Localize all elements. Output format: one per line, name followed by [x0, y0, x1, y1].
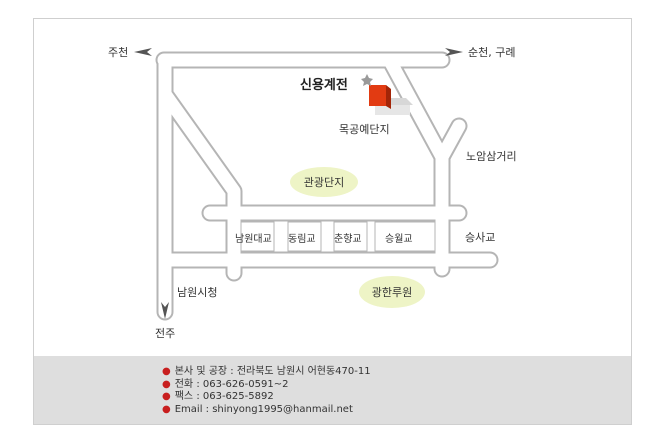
bullet-icon: ●: [162, 403, 171, 415]
place-label-city-hall: 남원시청: [177, 286, 217, 299]
map-canvas: 남원대교 동림교 춘향교 승월교 관광단지 광한루원 주천 순천, 구례 전주 …: [108, 45, 517, 340]
gwanghallu-ellipse: [359, 276, 425, 308]
arrow-right-icon: [445, 48, 463, 56]
bridge-label-seungwol: 승월교: [385, 233, 413, 245]
bullet-icon: ●: [162, 366, 171, 377]
place-label-seungsa-bridge: 승사교: [465, 231, 495, 244]
gwanghallu-label: 광한루원: [372, 286, 412, 299]
bridge-label-namwon: 남원대교: [235, 233, 272, 245]
place-label-mokgong-complex: 목공예단지: [339, 123, 390, 136]
bridge-label-chunhyang: 춘향교: [334, 233, 362, 245]
direction-label-jucheon: 주천: [108, 45, 128, 59]
star-icon: [361, 74, 373, 86]
contact-info-list: ●본사 및 공장 : 전라북도 남원시 어현동470-11 ●전화 : 063-…: [162, 366, 371, 416]
tourism-complex-label: 관광단지: [304, 176, 344, 189]
info-phone-text: 전화 : 063-626-0591~2: [174, 378, 289, 390]
bridge-box-dongrim: [287, 221, 322, 252]
bullet-icon: ●: [162, 391, 171, 402]
arrow-left-icon: [134, 48, 152, 56]
direction-label-jeonju: 전주: [155, 327, 175, 340]
contact-info-panel: ●본사 및 공장 : 전라북도 남원시 어현동470-11 ●전화 : 063-…: [34, 356, 631, 424]
place-label-nogam-intersection: 노암삼거리: [466, 150, 517, 163]
info-item-phone: ●전화 : 063-626-0591~2: [162, 379, 371, 392]
bridge-boxes: [240, 221, 436, 252]
info-item-fax: ●팩스 : 063-625-5892: [162, 391, 371, 404]
info-email-text: Email : shinyong1995@hanmail.net: [174, 403, 353, 415]
location-map: 남원대교 동림교 춘향교 승월교 관광단지 광한루원 주천 순천, 구례 전주 …: [33, 18, 632, 425]
bridge-box-chunhyang: [333, 221, 368, 252]
info-item-address: ●본사 및 공장 : 전라북도 남원시 어현동470-11: [162, 366, 371, 379]
info-item-email: ●Email : shinyong1995@hanmail.net: [162, 404, 371, 417]
bridge-box-seungwol: [374, 221, 436, 252]
direction-label-suncheon-gurye: 순천, 구례: [468, 45, 515, 59]
building-marker-icon: [369, 85, 413, 115]
tourism-complex-ellipse: [290, 167, 358, 197]
bullet-icon: ●: [162, 378, 171, 390]
info-address-text: 본사 및 공장 : 전라북도 남원시 어현동470-11: [174, 366, 371, 377]
bridge-label-dongrim: 동림교: [288, 233, 316, 245]
arrow-down-icon: [161, 302, 169, 319]
info-fax-text: 팩스 : 063-625-5892: [174, 391, 274, 402]
bridge-box-namwon: [240, 221, 275, 252]
company-label: 신용계전: [300, 77, 348, 93]
